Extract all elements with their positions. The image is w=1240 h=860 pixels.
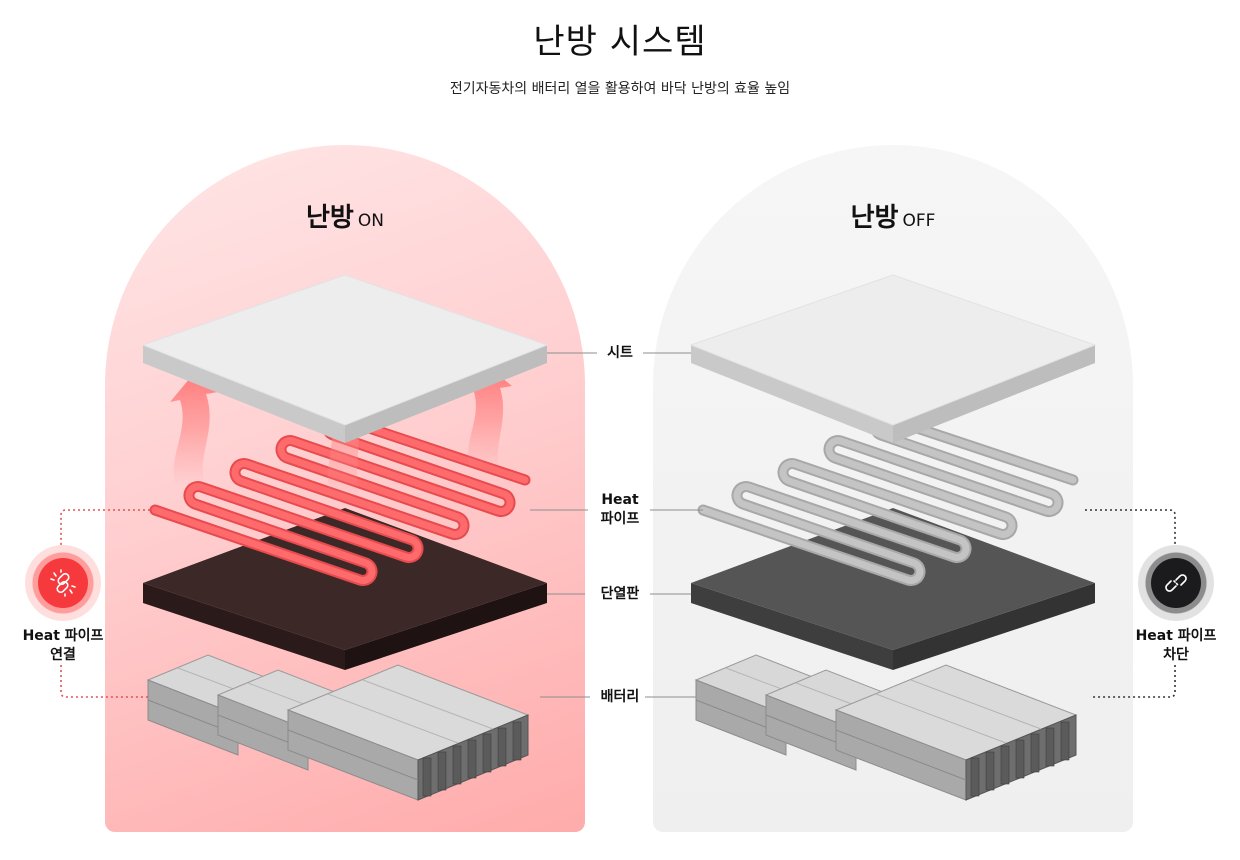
label-heat-pipe: Heat 파이프 xyxy=(600,492,640,527)
link-icon xyxy=(50,569,76,597)
label-battery: 배터리 xyxy=(600,689,640,705)
heating-on-state: ON xyxy=(357,211,384,231)
broken-link-icon xyxy=(1165,574,1187,592)
page-subtitle: 전기자동차의 배터리 열을 활용하여 바닥 난방의 효율 높임 xyxy=(449,81,791,97)
label-insulator: 단열판 xyxy=(600,586,640,602)
heating-off-state: OFF xyxy=(902,211,936,231)
label-seat: 시트 xyxy=(607,345,633,361)
heat-pipe-connected-status: Heat 파이프 연결 xyxy=(3,545,123,665)
heat-pipe-blocked-status: Heat 파이프 차단 xyxy=(1116,545,1236,665)
page-title: 난방 시스템 xyxy=(533,22,707,62)
